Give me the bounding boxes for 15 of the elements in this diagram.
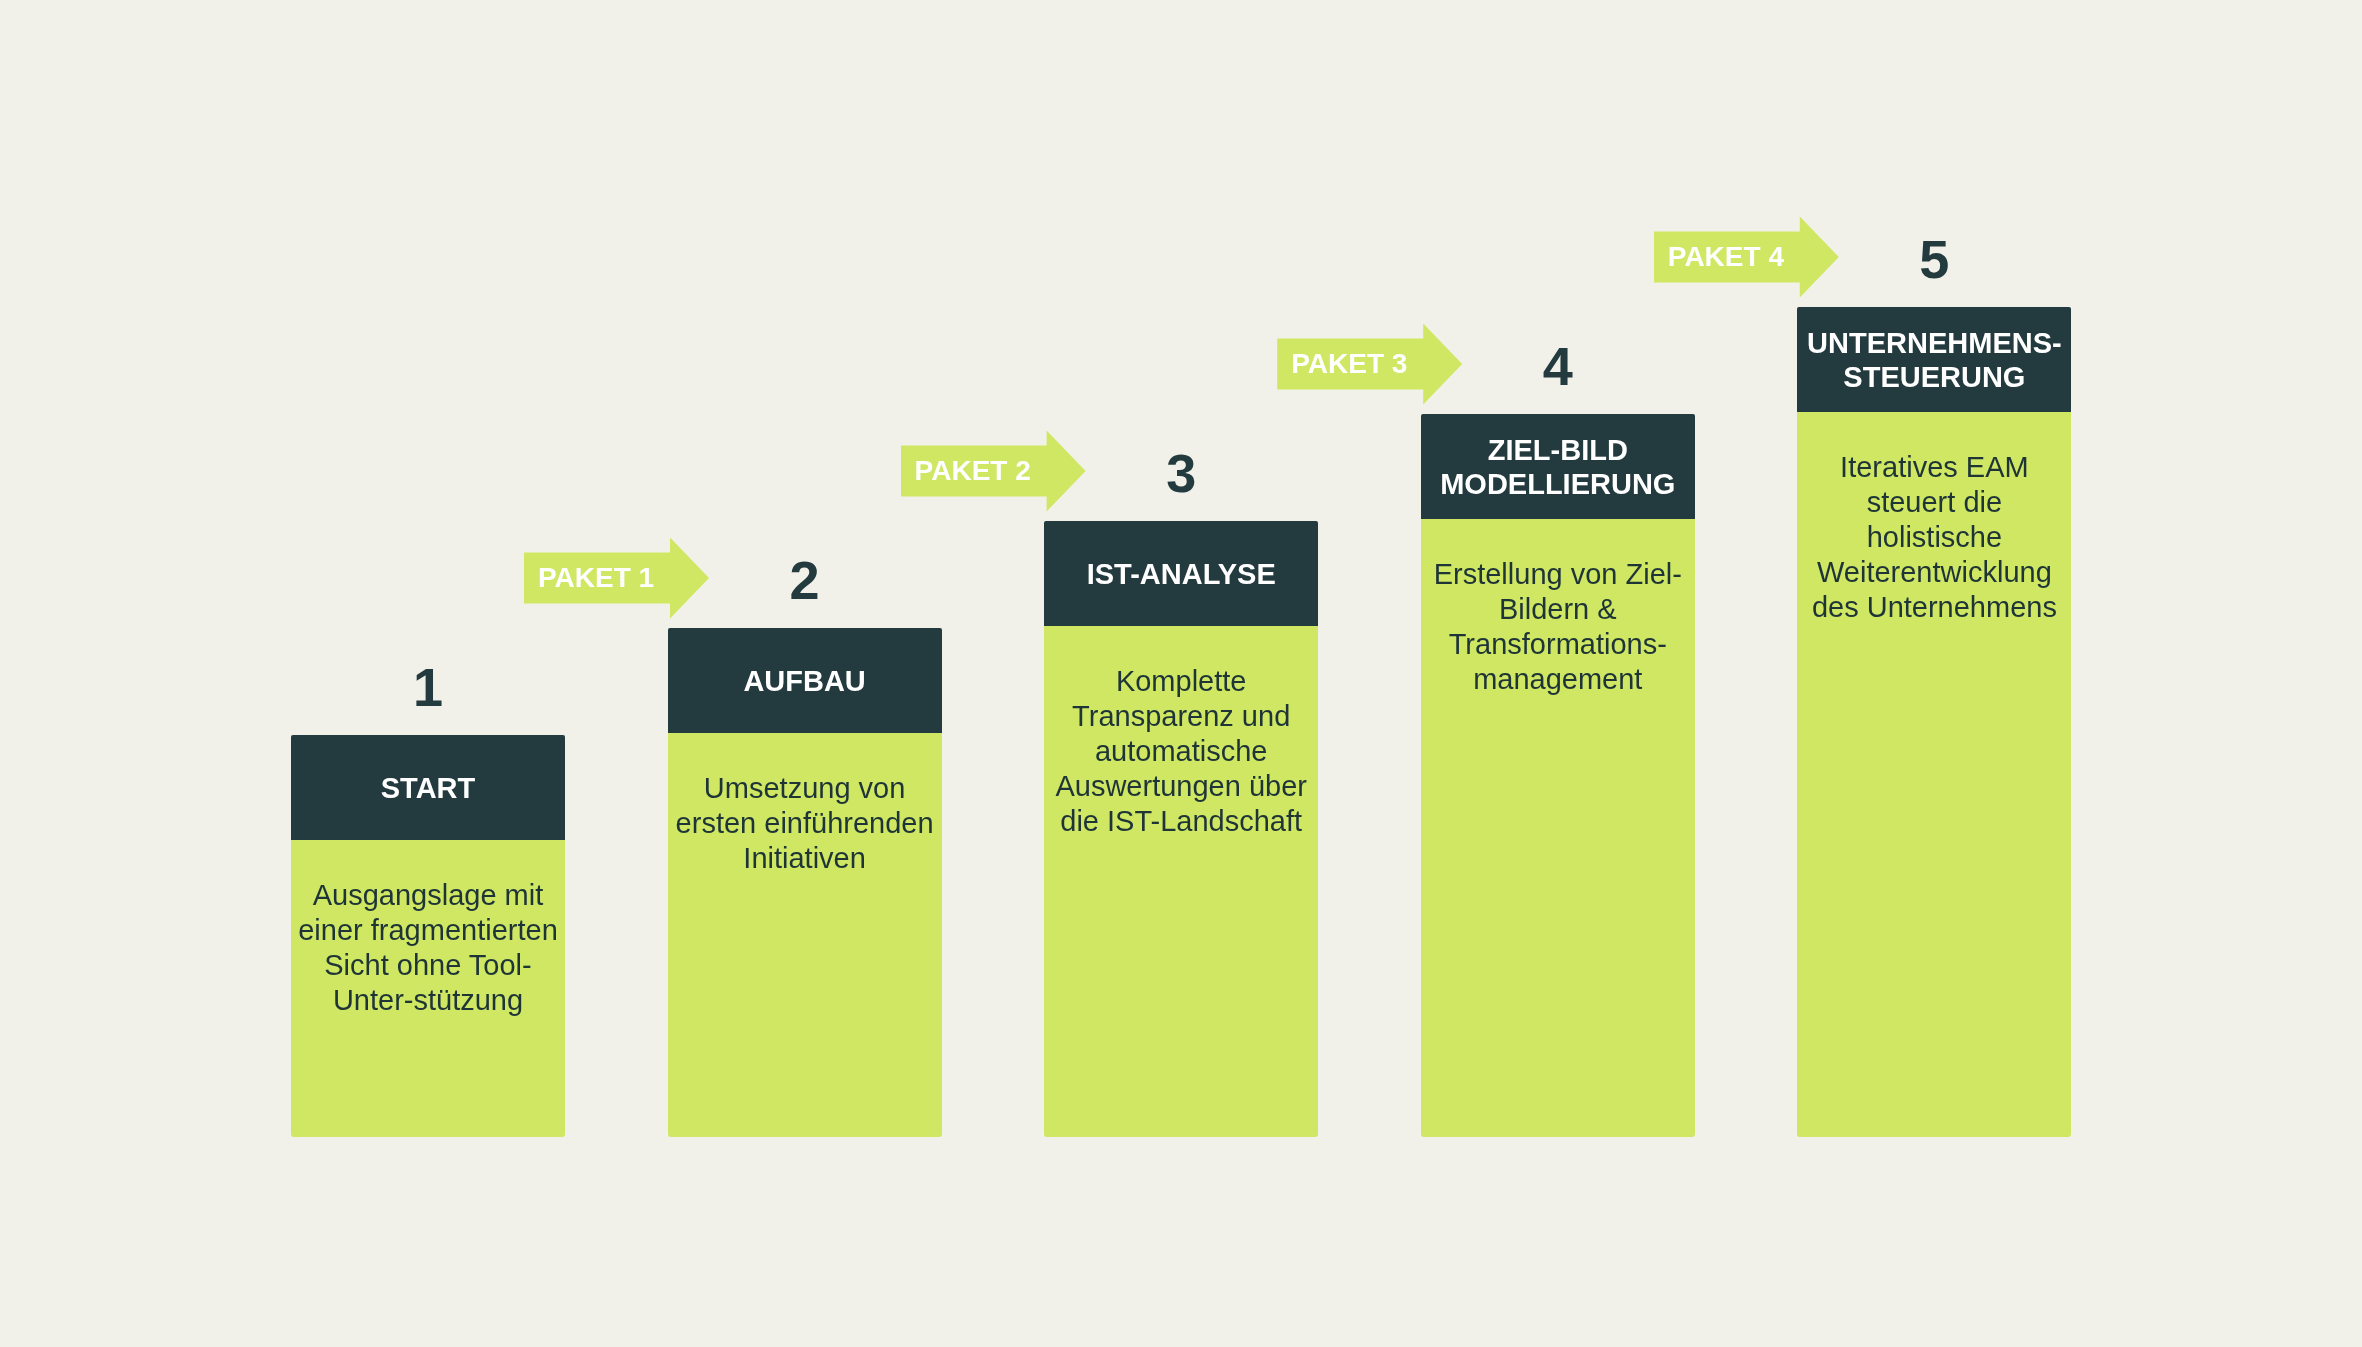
step-number: 1 [411, 657, 444, 717]
step-header: IST-ANALYSE [1044, 521, 1319, 626]
step-number: 2 [788, 550, 821, 610]
step-header: UNTERNEHMENS-STEUERUNG [1797, 307, 2072, 412]
step-number: 4 [1541, 336, 1574, 396]
step-header: START [291, 735, 565, 840]
step-description: Erstellung von Ziel-Bildern & Transformations-management [1420, 519, 1695, 1137]
step-description: Ausgangslage mit einer fragmentierten Sicht ohne Tool-Unter-stützung [291, 840, 565, 1137]
step-number: 3 [1165, 443, 1198, 503]
step-description: Komplette Transparenz und automatische Auswertungen über die IST-Landschaft [1044, 626, 1319, 1137]
step-header: ZIEL-BILD MODELLIERUNG [1420, 414, 1695, 519]
step-number: 5 [1918, 229, 1951, 289]
step-header: AUFBAU [667, 628, 942, 733]
step-description: Iteratives EAM steuert die holistische Weiterentwicklung des Unternehmens [1797, 412, 2072, 1137]
step-description: Umsetzung von ersten einführenden Initiativen [667, 733, 942, 1137]
